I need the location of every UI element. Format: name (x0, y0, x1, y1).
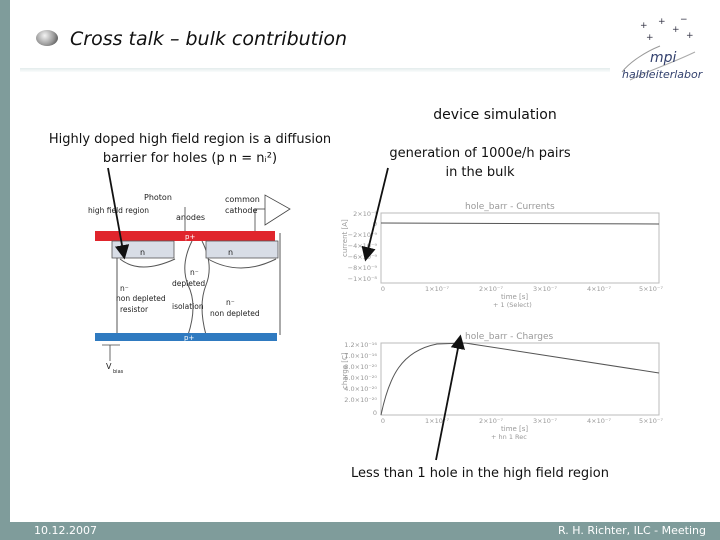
currents-ytick: 2×10⁻⁹ (353, 210, 377, 218)
footer-date: 10.12.2007 (34, 524, 97, 537)
currents-xlabel-1: time [s] (501, 293, 528, 301)
currents-plot-title: hole_barr - Currents (465, 202, 555, 212)
photon-label: Photon (144, 193, 172, 202)
charges-xlabel-1: time [s] (501, 425, 528, 433)
svg-text:+: + (646, 33, 654, 43)
svg-text:+: + (686, 31, 694, 41)
svg-text:+: + (658, 17, 666, 27)
isolation-label: isolation (172, 302, 204, 311)
common-cathode-label-2: cathode (225, 206, 257, 215)
svg-text:+: + (640, 21, 648, 31)
charges-xtick: 1×10⁻⁷ (425, 417, 449, 425)
footer-author: R. H. Richter, ILC - Meeting (558, 524, 706, 537)
charges-plot-title: hole_barr - Charges (465, 332, 553, 342)
title-underline (20, 68, 610, 72)
mpi-halbleiterlabor-logo: +++ ++− mpi halbleiterlabor (621, 15, 704, 81)
non-depleted-right-2: non depleted (210, 309, 260, 318)
bottom-p-plus-layer (95, 333, 277, 341)
left-caption-line2: barrier for holes (p n = nᵢ²) (102, 151, 278, 166)
device-simulation-label: device simulation (433, 107, 557, 123)
non-depleted-resistor-1: n⁻ (120, 284, 129, 293)
arrow-to-high-field-region (107, 167, 130, 260)
charges-ytick: 6.0×10⁻²⁰ (344, 374, 377, 382)
currents-ytick: −2×10⁻⁹ (348, 231, 378, 239)
non-depleted-resistor-2: non depleted (116, 294, 166, 303)
currents-xtick: 5×10⁻⁷ (639, 285, 663, 293)
charges-xtick: 3×10⁻⁷ (533, 417, 557, 425)
footer-bar (0, 522, 720, 540)
n-left-label: n (140, 248, 145, 257)
logo-mpi-text: mpi (650, 50, 677, 66)
charges-ytick: 0 (373, 409, 377, 417)
non-depleted-resistor-3: resistor (120, 305, 149, 314)
common-cathode-label-1: common (225, 195, 260, 204)
currents-trace (380, 222, 660, 225)
right-anode-well (205, 240, 279, 259)
n-minus-depleted-2: depleted (172, 279, 205, 288)
charges-ylabel: charge [C] (341, 352, 349, 389)
charges-xtick: 5×10⁻⁷ (639, 417, 663, 425)
charges-ytick: 4.0×10⁻²⁰ (344, 385, 377, 393)
svg-text:+: + (672, 25, 680, 35)
charges-xtick: 4×10⁻⁷ (587, 417, 611, 425)
charges-plot: hole_barr - Charges charge [C] 1.2×10⁻¹⁶… (341, 332, 663, 441)
n-minus-depleted-1: n⁻ (190, 268, 199, 277)
currents-xtick: 4×10⁻⁷ (587, 285, 611, 293)
top-p-plus-layer (95, 231, 275, 241)
arrow-to-bulk-generation (361, 167, 389, 262)
charges-xlabel-2: + hn 1 Rec (491, 433, 527, 441)
generation-line2: in the bulk (445, 165, 515, 180)
arrow-to-charge-peak (435, 334, 465, 461)
currents-xtick: 0 (381, 285, 385, 293)
p-plus-top-label: p+ (185, 233, 195, 241)
charges-ytick: 1.2×10⁻¹⁶ (344, 341, 377, 349)
currents-xtick: 1×10⁻⁷ (425, 285, 449, 293)
charges-xtick: 0 (381, 417, 385, 425)
non-depleted-right-1: n⁻ (226, 298, 235, 307)
charges-ytick: 1.0×10⁻¹⁶ (344, 352, 377, 360)
left-caption-line1: Highly doped high field region is a diff… (48, 132, 332, 147)
currents-ytick: −1×10⁻⁸ (348, 275, 378, 283)
generation-line1: generation of 1000e/h pairs (389, 146, 571, 161)
svg-text:−: − (680, 15, 688, 25)
p-plus-bottom-label: p+ (184, 334, 194, 342)
currents-xtick: 2×10⁻⁷ (479, 285, 503, 293)
currents-ytick: −8×10⁻⁹ (348, 264, 378, 272)
charges-xtick: 2×10⁻⁷ (479, 417, 503, 425)
currents-xtick: 3×10⁻⁷ (533, 285, 557, 293)
logo-halbleiterlabor-text: halbleiterlabor (622, 68, 704, 81)
n-right-label: n (228, 248, 233, 257)
vbias-label: V (106, 362, 112, 371)
generation-caption: generation of 1000e/h pairs in the bulk (380, 144, 580, 182)
device-cross-section-diagram: Photon common cathode high field region … (88, 193, 291, 375)
slide-title: Cross talk – bulk contribution (70, 28, 348, 50)
left-caption: Highly doped high field region is a diff… (40, 130, 340, 168)
charges-ytick: 2.0×10⁻²⁰ (344, 396, 377, 404)
currents-xlabel-2: + 1 (Select) (493, 301, 532, 309)
vbias-subscript: bias (113, 369, 124, 375)
title-bullet-icon (36, 30, 58, 46)
anodes-label: anodes (176, 213, 205, 222)
currents-ylabel: current [A] (341, 219, 349, 257)
bottom-caption: Less than 1 hole in the high field regio… (351, 466, 609, 481)
charges-trace (380, 342, 660, 416)
charges-ytick: 8.0×10⁻²⁰ (344, 363, 377, 371)
high-field-region-label: high field region (88, 206, 149, 215)
